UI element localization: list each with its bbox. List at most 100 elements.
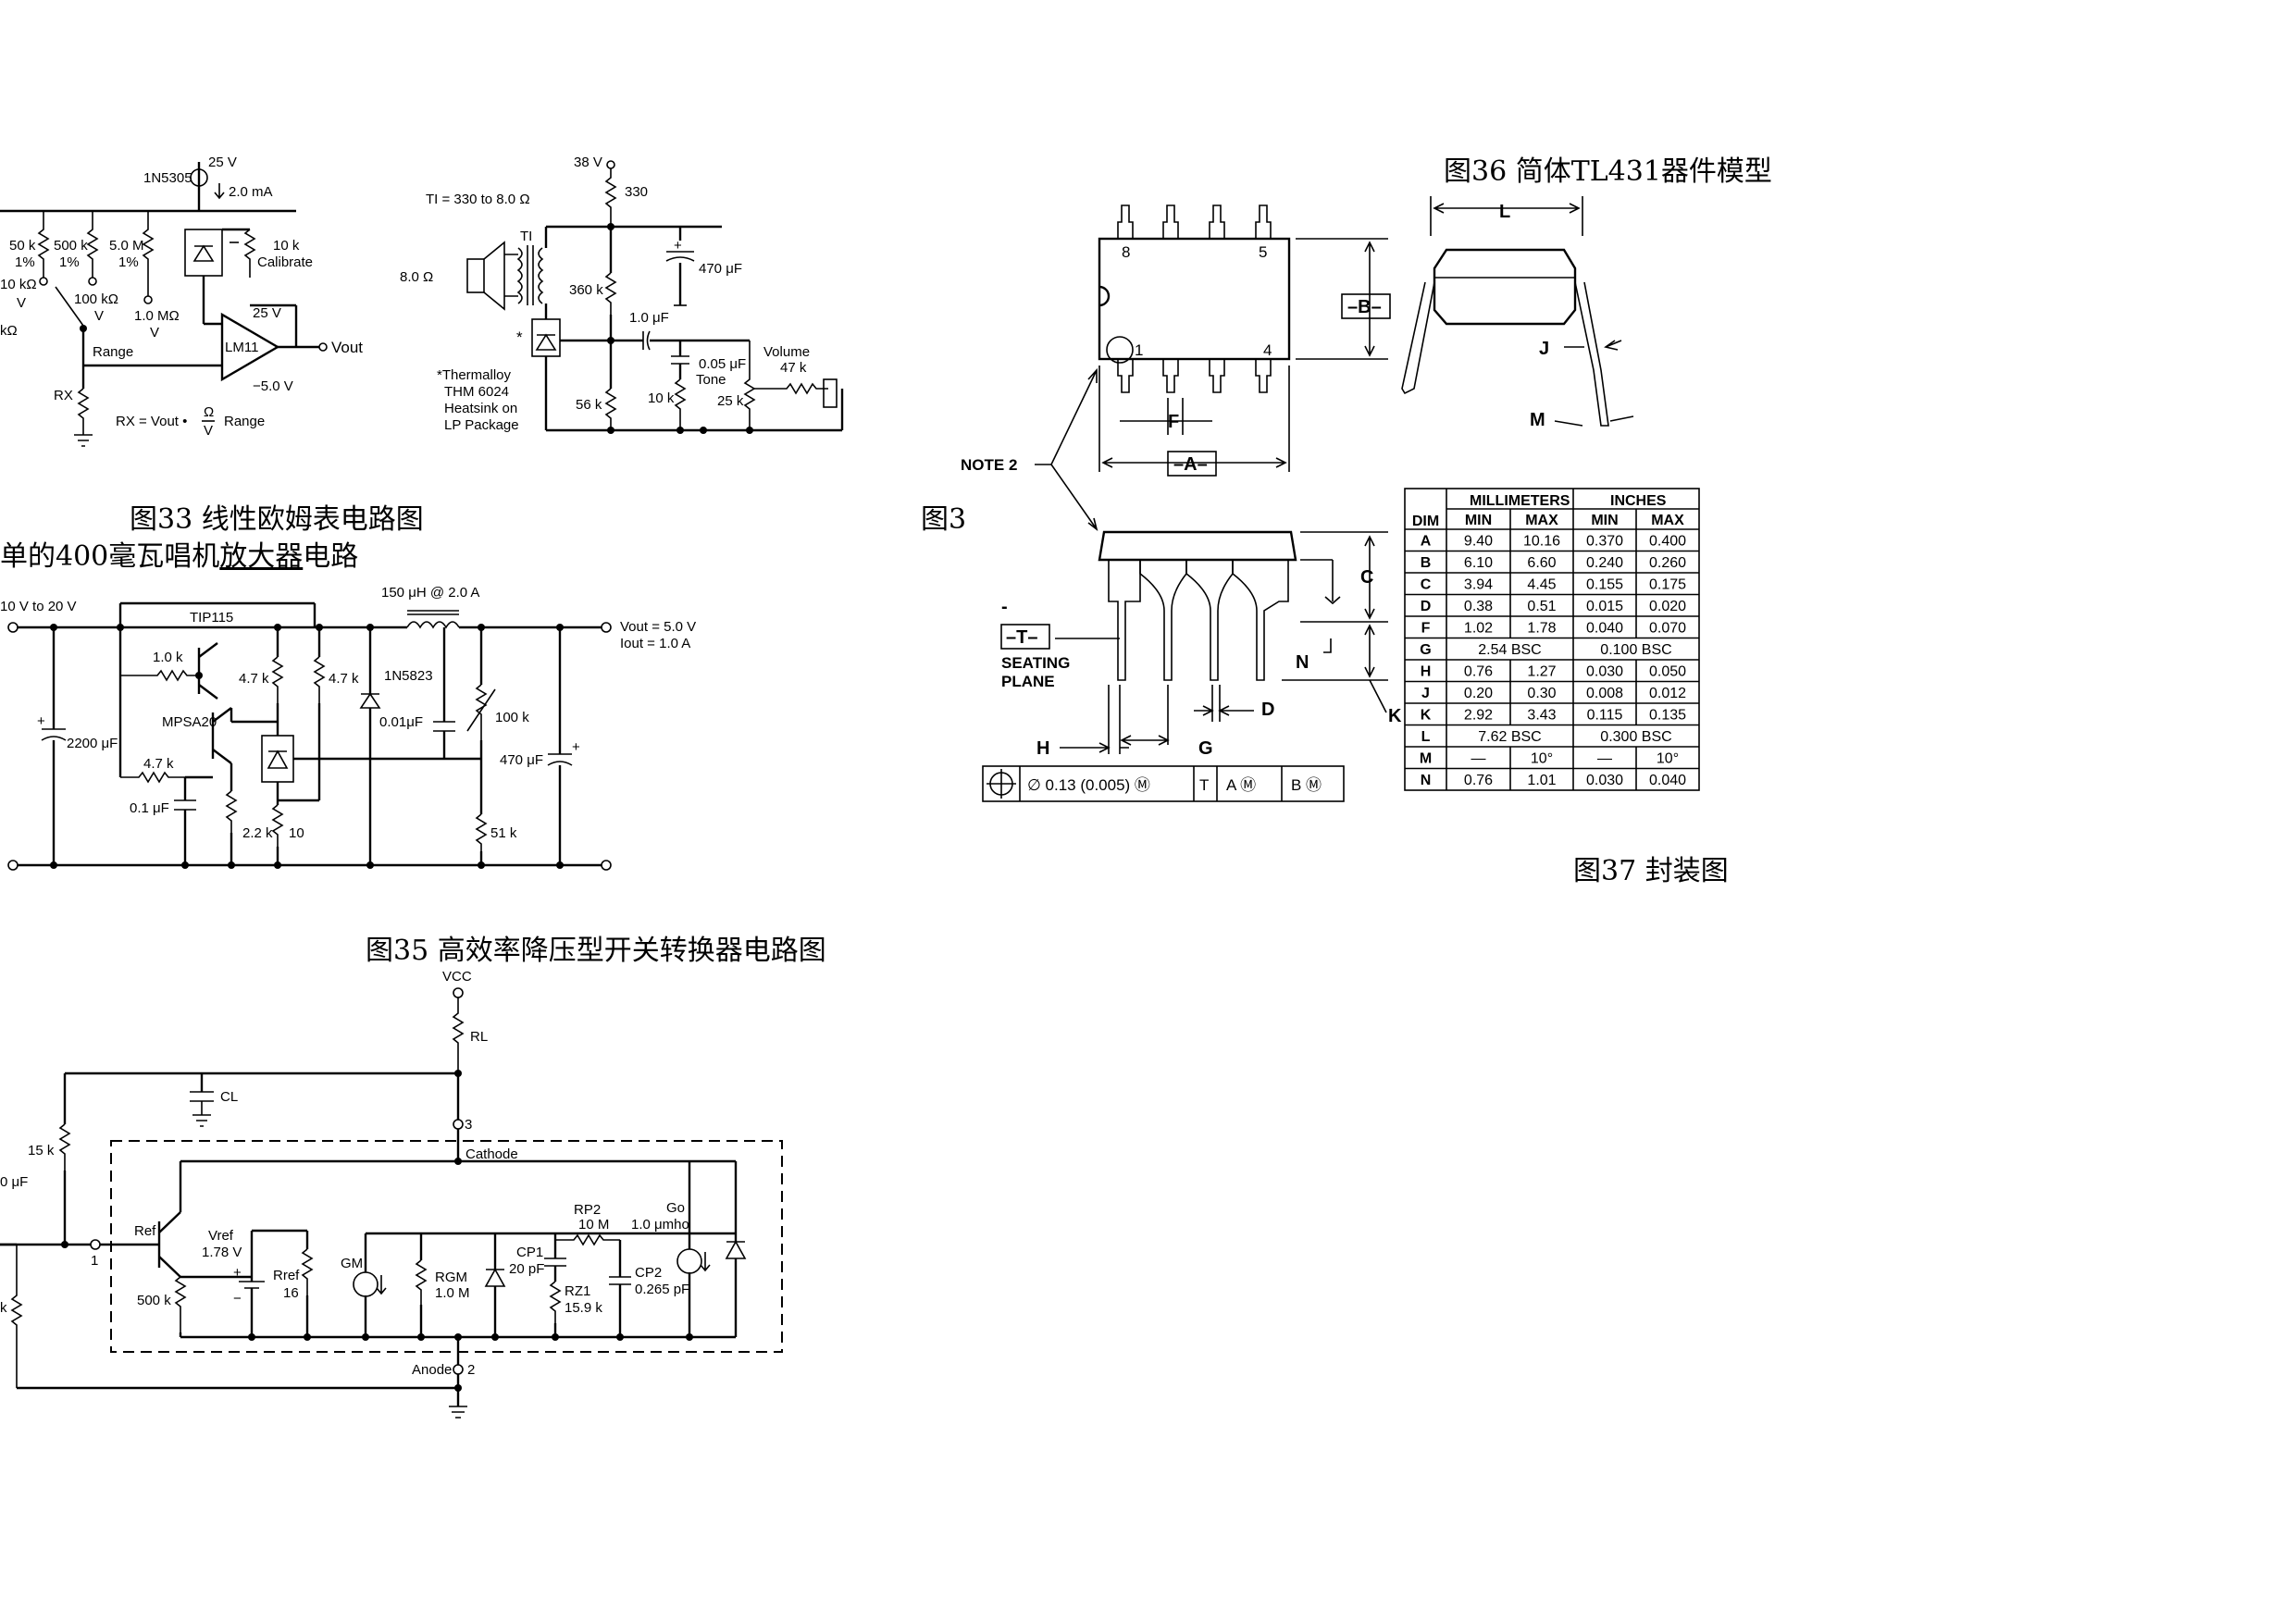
tolerance-value: ∅ 0.13 (0.005) Ⓜ bbox=[1027, 776, 1150, 794]
model-rp2-val: 10 M bbox=[578, 1217, 609, 1233]
range-10k-v: V bbox=[17, 295, 26, 311]
table-cell: 6.10 bbox=[1464, 555, 1493, 571]
buck-mpsa: MPSA20 bbox=[162, 714, 217, 730]
phono-r330: 330 bbox=[625, 184, 648, 200]
table-cell: 0.300 BSC bbox=[1600, 729, 1671, 745]
model-vref-plus: + bbox=[233, 1265, 242, 1281]
dim-j-label: J bbox=[1539, 339, 1549, 359]
table-cell: 7.62 BSC bbox=[1478, 729, 1541, 745]
table-header-3: MIN bbox=[1591, 513, 1618, 528]
table-cell: 2.92 bbox=[1464, 708, 1493, 724]
dim-h-label: H bbox=[1036, 738, 1049, 759]
range-100k-v: V bbox=[94, 308, 104, 324]
phono-tl-spec: TI = 330 to 8.0 Ω bbox=[426, 192, 530, 207]
pin8-label: 8 bbox=[1122, 243, 1130, 261]
opamp-vplus: 25 V bbox=[253, 305, 281, 321]
phono-supply: 38 V bbox=[574, 155, 602, 170]
table-cell: 0.175 bbox=[1649, 577, 1686, 593]
buck-r22: 2.2 k bbox=[242, 825, 273, 841]
r1-tolerance: 1% bbox=[15, 254, 35, 270]
table-cell: L bbox=[1421, 729, 1431, 745]
tolerance-a: A Ⓜ bbox=[1226, 776, 1256, 794]
seating-label-1: SEATING bbox=[1001, 654, 1070, 672]
model-pin1: 1 bbox=[91, 1253, 98, 1269]
heatsink-note-1: *Thermalloy bbox=[437, 367, 512, 383]
dim-g-label: G bbox=[1198, 738, 1213, 759]
ohmmeter-schematic: 1N5305 25 V 2.0 mA 50 k 1% 500 k 1% 5.0 … bbox=[0, 155, 363, 447]
table-cell: 0.070 bbox=[1649, 621, 1686, 637]
buck-r51: 51 k bbox=[490, 825, 517, 841]
amplifier-link[interactable]: 放大器 bbox=[219, 540, 304, 573]
model-rp2: RP2 bbox=[574, 1202, 601, 1218]
r3-value: 5.0 M bbox=[109, 238, 144, 254]
diode-label: 1N5305 bbox=[143, 170, 192, 186]
table-cell: 0.030 bbox=[1586, 773, 1623, 788]
pin1-label: 1 bbox=[1135, 341, 1143, 359]
table-cell: N bbox=[1421, 773, 1432, 788]
transformer-label: TI bbox=[520, 229, 532, 244]
dim-n-label: N bbox=[1296, 652, 1309, 673]
model-gm: GM bbox=[341, 1256, 363, 1271]
model-anode: Anode bbox=[412, 1362, 452, 1378]
table-group-in: INCHES bbox=[1610, 493, 1667, 509]
volume-value: 47 k bbox=[780, 360, 807, 376]
table-cell: 0.012 bbox=[1649, 686, 1686, 701]
table-cell: 10° bbox=[1657, 751, 1679, 767]
table-header-1: MIN bbox=[1465, 513, 1492, 528]
model-cp1: CP1 bbox=[516, 1245, 543, 1260]
buck-cap2-plus: + bbox=[572, 739, 580, 755]
table-cell: 9.40 bbox=[1464, 534, 1493, 550]
model-rz1: RZ1 bbox=[565, 1283, 590, 1299]
table-cell: — bbox=[1597, 751, 1612, 767]
table-cell: 1.02 bbox=[1464, 621, 1493, 637]
heatsink-note-3: Heatsink on bbox=[444, 401, 517, 416]
phono-r56: 56 k bbox=[576, 397, 602, 413]
r2-value: 500 k bbox=[54, 238, 88, 254]
model-vref: Vref bbox=[208, 1228, 234, 1244]
buck-c01: 0.1 μF bbox=[130, 800, 169, 816]
buck-tip: TIP115 bbox=[190, 610, 233, 626]
model-vref-minus: − bbox=[233, 1291, 242, 1307]
buck-vout: Vout = 5.0 V bbox=[620, 619, 696, 635]
range-100k: 100 kΩ bbox=[74, 291, 118, 307]
buck-r47b: 4.7 k bbox=[329, 671, 359, 687]
table-cell: 0.155 bbox=[1586, 577, 1623, 593]
model-go: Go bbox=[666, 1200, 685, 1216]
table-cell: 0.040 bbox=[1586, 621, 1623, 637]
formula-omega: Ω bbox=[204, 404, 214, 420]
table-cell: M bbox=[1420, 751, 1432, 767]
speaker-label: 8.0 Ω bbox=[400, 269, 433, 285]
table-cell: 3.94 bbox=[1464, 577, 1493, 593]
buck-c470: 470 μF bbox=[500, 752, 543, 768]
model-cathode: Cathode bbox=[465, 1146, 518, 1162]
table-cell: 0.100 BSC bbox=[1600, 642, 1671, 658]
supply-label: 25 V bbox=[208, 155, 237, 170]
model-vcc: VCC bbox=[442, 969, 472, 985]
buck-c001: 0.01μF bbox=[379, 714, 423, 730]
table-cell: H bbox=[1421, 664, 1432, 680]
dim-t-label: –T– bbox=[1006, 627, 1037, 648]
table-cell: 0.115 bbox=[1587, 708, 1623, 724]
table-cell: 1.78 bbox=[1527, 621, 1556, 637]
table-cell: 0.015 bbox=[1586, 599, 1623, 614]
dim-a-label: –A– bbox=[1173, 454, 1208, 475]
range-10k: 10 kΩ bbox=[0, 277, 37, 292]
table-cell: 10° bbox=[1531, 751, 1553, 767]
buck-r1k: 1.0 k bbox=[153, 650, 183, 665]
tolerance-b: B Ⓜ bbox=[1291, 776, 1322, 794]
fig35-caption: 图35 高效率降压型开关转换器电路图 bbox=[366, 935, 826, 967]
table-cell: 0.400 bbox=[1649, 534, 1686, 550]
pot-label: Calibrate bbox=[257, 254, 313, 270]
model-rgm-val: 1.0 M bbox=[435, 1285, 470, 1301]
heatsink-note-4: LP Package bbox=[444, 417, 519, 433]
table-cell: 0.38 bbox=[1464, 599, 1493, 614]
model-rl: RL bbox=[470, 1029, 488, 1045]
model-rref: Rref bbox=[273, 1268, 300, 1283]
buck-r47a: 4.7 k bbox=[239, 671, 269, 687]
model-cp2: CP2 bbox=[635, 1265, 662, 1281]
model-vref-val: 1.78 V bbox=[202, 1245, 242, 1260]
dim-c-label: C bbox=[1360, 567, 1373, 588]
ic-star: * bbox=[516, 328, 523, 346]
model-go-val: 1.0 μmho bbox=[631, 1217, 689, 1233]
